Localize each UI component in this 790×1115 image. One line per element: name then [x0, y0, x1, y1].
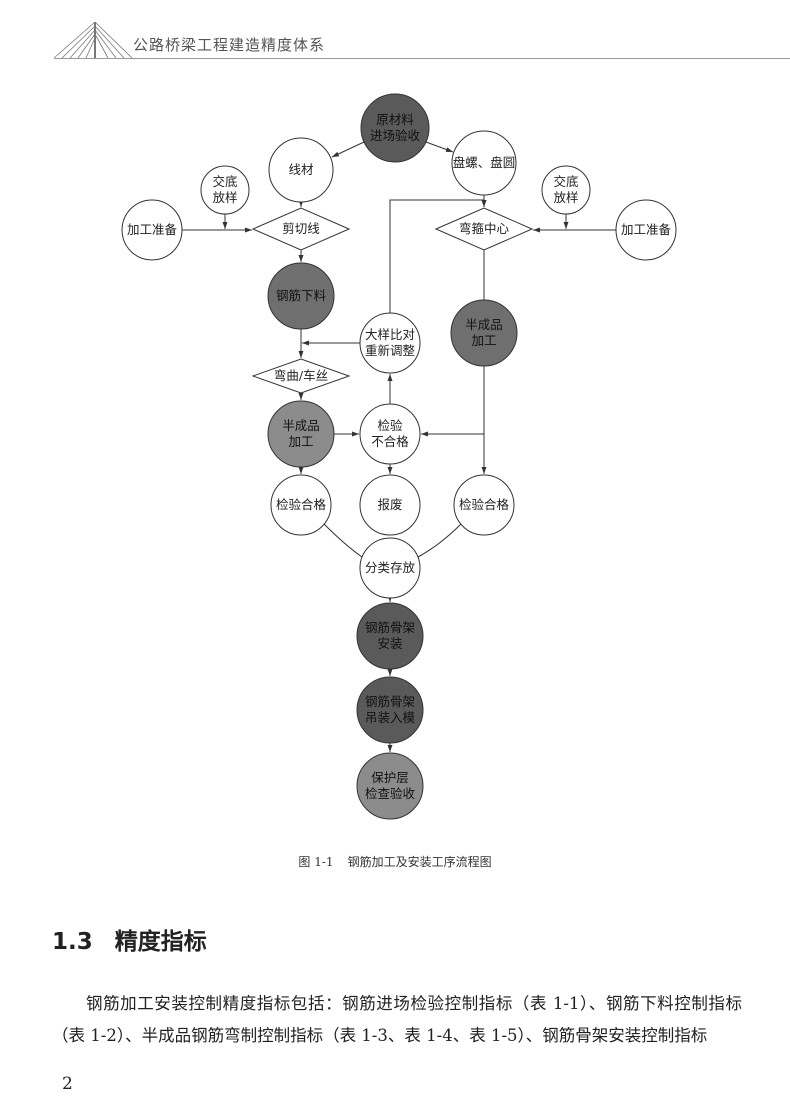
flow-node-prep-l: 加工准备: [121, 199, 183, 261]
node-circle: [359, 312, 421, 374]
flow-arrow: [331, 141, 365, 158]
node-circle: [268, 137, 334, 203]
node-diamond: [434, 207, 534, 251]
figure-title: 钢筋加工及安装工序流程图: [347, 855, 492, 869]
flow-node-semi-l: 半成品加工: [267, 400, 335, 468]
node-circle: [200, 165, 250, 215]
node-circle: [359, 537, 421, 599]
node-circle: [356, 676, 424, 744]
node-label: 大样比对重新调整: [365, 327, 416, 358]
flow-node-store: 分类存放: [359, 537, 421, 599]
node-label: 交底放样: [212, 174, 237, 205]
node-circle: [615, 199, 677, 261]
node-circle: [451, 130, 517, 196]
flow-node-semi-r: 半成品加工: [450, 299, 518, 367]
node-circle: [356, 752, 424, 820]
flow-node-wire: 线材: [268, 137, 334, 203]
flow-node-pass-r: 检验合格: [453, 474, 515, 536]
node-label: 半成品加工: [465, 317, 503, 348]
node-label: 剪切线: [282, 221, 320, 236]
section-title: 精度指标: [114, 929, 207, 955]
node-label: 弯箍中心: [459, 221, 510, 236]
flow-node-scrap: 报废: [359, 474, 421, 536]
node-circle: [359, 403, 421, 465]
feedback-arrow: [389, 199, 487, 313]
merge-line: [417, 523, 462, 558]
node-label: 钢筋下料: [276, 288, 327, 303]
flow-node-cover: 保护层检查验收: [356, 752, 424, 820]
page-number: 2: [62, 1074, 73, 1094]
node-circle: [450, 299, 518, 367]
node-circle: [359, 474, 421, 536]
node-label: 钢筋骨架安装: [365, 620, 415, 651]
node-label: 分类存放: [365, 560, 416, 575]
section-number: 1.3: [52, 929, 93, 955]
node-label: 保护层检查验收: [365, 770, 416, 801]
node-label: 原材料进场验收: [370, 112, 421, 143]
flow-arrow: [425, 141, 454, 153]
node-label: 线材: [288, 162, 313, 177]
node-label: 弯曲/车丝: [274, 368, 328, 383]
flow-node-pass-l: 检验合格: [270, 474, 332, 536]
flow-node-stirrup: 弯箍中心: [434, 207, 534, 251]
flow-node-raw: 原材料进场验收: [360, 93, 430, 163]
flow-node-hoist: 钢筋骨架吊装入模: [356, 676, 424, 744]
flow-node-cut: 剪切线: [251, 207, 351, 251]
header-rule: [54, 58, 790, 59]
flow-node-bend: 弯曲/车丝: [251, 358, 351, 394]
flow-node-fail: 检验不合格: [359, 403, 421, 465]
running-header: 公路桥梁工程建造精度体系: [0, 0, 790, 62]
flow-node-install: 钢筋骨架安装: [356, 602, 424, 670]
flow-node-prep-r: 加工准备: [615, 199, 677, 261]
node-diamond: [251, 207, 351, 251]
node-label: 报废: [377, 497, 402, 512]
header-title: 公路桥梁工程建造精度体系: [133, 36, 326, 54]
bridge-logo-icon: [53, 21, 133, 59]
figure-number: 图 1-1: [298, 855, 334, 869]
node-circle: [267, 262, 335, 330]
node-label: 交底放样: [553, 174, 578, 205]
flow-node-blank: 钢筋下料: [267, 262, 335, 330]
merge-line: [323, 523, 363, 558]
node-circle: [541, 165, 591, 215]
node-circle: [356, 602, 424, 670]
body-paragraph: 钢筋加工安装控制精度指标包括：钢筋进场检验控制指标（表 1-1）、钢筋下料控制指…: [52, 994, 742, 1045]
node-diamond: [251, 358, 351, 394]
figure-caption: 图 1-1 钢筋加工及安装工序流程图: [0, 853, 790, 870]
node-label: 检验合格: [459, 497, 510, 512]
node-circle: [360, 93, 430, 163]
node-label: 检验不合格: [371, 418, 409, 449]
flow-node-adjust: 大样比对重新调整: [359, 312, 421, 374]
node-label: 加工准备: [621, 222, 672, 237]
node-label: 半成品加工: [282, 418, 320, 449]
flow-node-brief-r: 交底放样: [541, 165, 591, 215]
flow-node-coil: 盘螺、盘圆: [451, 130, 517, 196]
node-circle: [453, 474, 515, 536]
node-label: 盘螺、盘圆: [453, 155, 516, 170]
node-circle: [267, 400, 335, 468]
flow-node-brief-l: 交底放样: [200, 165, 250, 215]
node-circle: [121, 199, 183, 261]
node-label: 加工准备: [127, 222, 178, 237]
section-heading: 1.3 精度指标: [52, 922, 207, 956]
node-label: 钢筋骨架吊装入模: [365, 694, 416, 725]
node-circle: [270, 474, 332, 536]
flow-arrow: [421, 366, 485, 437]
node-label: 检验合格: [276, 497, 327, 512]
